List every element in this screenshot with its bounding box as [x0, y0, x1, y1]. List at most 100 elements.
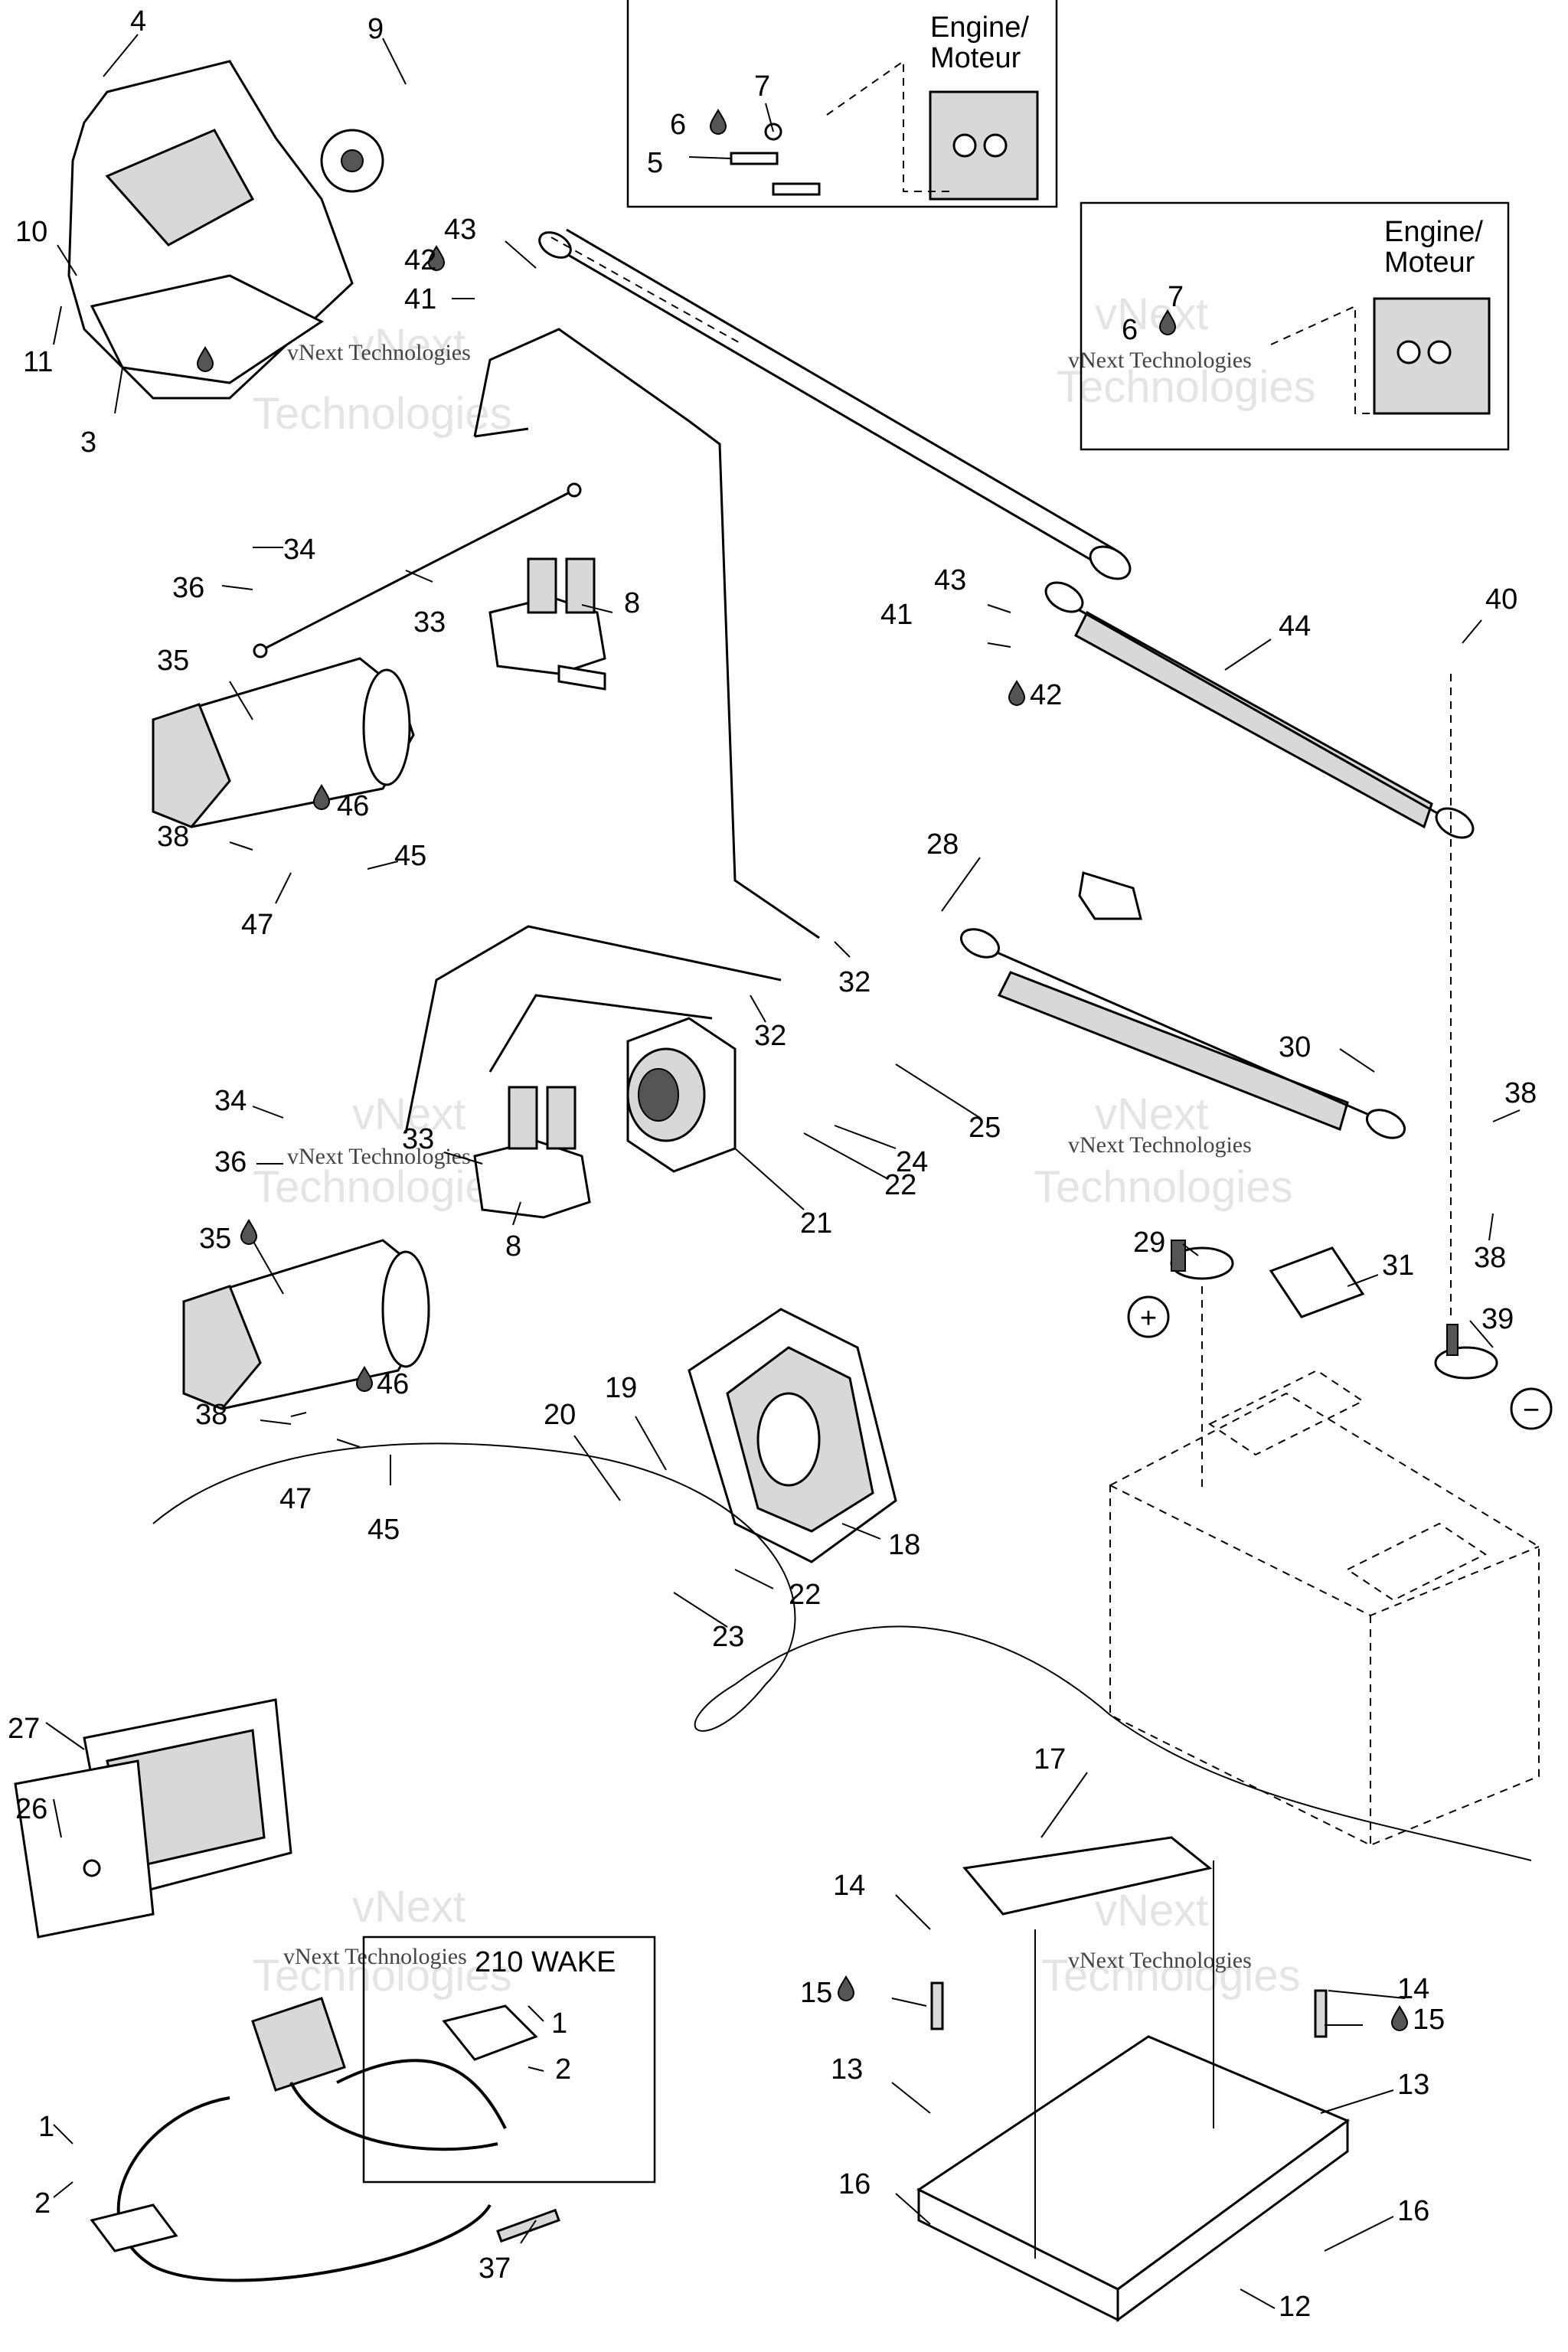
negative-clamp-39: [1434, 674, 1498, 1380]
model-box-title: 210 WAKE: [475, 1946, 616, 1978]
callout-2: 2: [34, 2187, 51, 2220]
callout-38: 38: [157, 821, 189, 853]
callout-10: 10: [15, 216, 47, 248]
callout-34: 34: [283, 534, 315, 566]
watermark-group: vNext Technologies vNext Technologies vN…: [253, 289, 1316, 2001]
callout-33: 33: [413, 606, 446, 639]
starter-motor-upper: [152, 657, 415, 828]
callout-45: 45: [394, 840, 426, 872]
callout-29: 29: [1133, 1227, 1165, 1259]
callout-46: 46: [377, 1368, 409, 1400]
callout-5: 5: [647, 147, 663, 179]
ground-wire: [473, 328, 820, 939]
wiring-harness-37: [90, 1997, 560, 2282]
engine-inset-top: Engine/ Moteur: [626, 0, 1058, 208]
watermark-small: vNext Technologies: [1068, 348, 1252, 373]
watermark-large: vNext: [1095, 289, 1208, 339]
watermark-large: Technologies: [253, 389, 512, 439]
callout-46: 46: [337, 790, 369, 822]
callout-11: 11: [23, 346, 53, 378]
callout-12: 12: [1279, 2291, 1311, 2323]
callout-15: 15: [1413, 2004, 1445, 2036]
callout-14: 14: [833, 1870, 865, 1902]
callout-25: 25: [969, 1112, 1001, 1144]
watermark-large: vNext: [1095, 1089, 1208, 1139]
callout-9: 9: [368, 13, 384, 45]
callout-20: 20: [544, 1399, 576, 1431]
callout-2: 2: [555, 2053, 571, 2086]
callout-6: 6: [670, 109, 686, 141]
starter-motor-lower: [182, 1239, 430, 1410]
sealant-drop-icon: [1391, 2006, 1408, 2031]
callout-31: 31: [1382, 1250, 1414, 1282]
watermark-large: Technologies: [1041, 1951, 1301, 2001]
callout-16: 16: [838, 2168, 871, 2200]
sealant-drop-icon: [240, 1220, 257, 1245]
engine-label-line1: Engine/: [930, 11, 1029, 44]
engine-stud: [983, 133, 1008, 158]
callout-22: 22: [884, 1169, 916, 1201]
watermark-large: Technologies: [1057, 362, 1316, 412]
wire-lower: [404, 925, 782, 1134]
engine-label-line1: Engine/: [1384, 216, 1483, 248]
callout-45: 45: [368, 1514, 400, 1546]
callout-labels: 4 9 10 11 3 7 6 5 43 42 41 7 6 34 36 33 …: [8, 5, 1537, 2323]
callout-3: 3: [80, 426, 96, 459]
engine-stud: [952, 133, 977, 158]
callout-19: 19: [605, 1372, 637, 1404]
watermark-large: Technologies: [253, 1951, 512, 2001]
bolt: [772, 182, 821, 196]
callout-40: 40: [1485, 583, 1517, 616]
callout-17: 17: [1034, 1743, 1066, 1775]
watermark-large: vNext: [1095, 1886, 1208, 1936]
cable-33-upper: [260, 488, 575, 652]
callout-36: 36: [172, 572, 204, 604]
callout-41: 41: [880, 599, 913, 631]
watermark-small: vNext Technologies: [287, 340, 471, 365]
engine-inset-second: Engine/ Moteur: [1080, 201, 1510, 451]
callout-42: 42: [404, 244, 436, 276]
callout-22: 22: [789, 1579, 821, 1611]
engine-stud: [1396, 340, 1421, 364]
callout-32: 32: [754, 1020, 786, 1052]
sealant-drop-icon: [838, 1976, 854, 2001]
watermark-large: vNext: [352, 1882, 466, 1932]
callout-18: 18: [888, 1529, 920, 1561]
callout-41: 41: [404, 283, 436, 315]
battery-tray-12: [916, 1836, 1351, 2322]
hold-down-strap-17: [962, 1836, 1213, 1916]
callout-44: 44: [1279, 610, 1311, 642]
callout-35: 35: [157, 645, 189, 677]
callout-47: 47: [279, 1483, 312, 1515]
callout-8: 8: [624, 587, 640, 619]
watermark-small: vNext Technologies: [1068, 1948, 1252, 1973]
leader-lines: [45, 34, 1521, 2309]
callout-38: 38: [1474, 1242, 1506, 1274]
terminal-boot-28: [1078, 871, 1142, 920]
callout-15: 15: [800, 1977, 832, 2009]
callout-8: 8: [505, 1230, 521, 1263]
callout-24: 24: [896, 1146, 928, 1178]
callout-36: 36: [214, 1146, 247, 1178]
callout-30: 30: [1279, 1031, 1311, 1063]
negative-sign: −: [1523, 1394, 1540, 1426]
boundary-line: [152, 1442, 1532, 1861]
callout-13: 13: [1397, 2069, 1429, 2101]
control-box-26: [14, 1698, 292, 1939]
watermark-large: vNext: [352, 320, 466, 370]
terminal-cover-31: [1269, 1246, 1365, 1318]
battery-cable-44: [1044, 581, 1475, 839]
callout-23: 23: [712, 1621, 744, 1653]
mounting-flange-18: [688, 1308, 897, 1563]
wire-lower-2: [488, 994, 713, 1073]
battery-switch-21: [626, 1017, 737, 1173]
bolt-5: [730, 152, 779, 165]
callout-1: 1: [551, 2007, 567, 2040]
battery-cable-28: [959, 871, 1406, 1139]
callout-39: 39: [1481, 1303, 1514, 1335]
positive-clamp-29: [1170, 1240, 1234, 1493]
battery-cable-upper-edge: [566, 228, 1119, 553]
engine-label-line2: Moteur: [930, 42, 1021, 74]
callout-28: 28: [926, 828, 959, 861]
